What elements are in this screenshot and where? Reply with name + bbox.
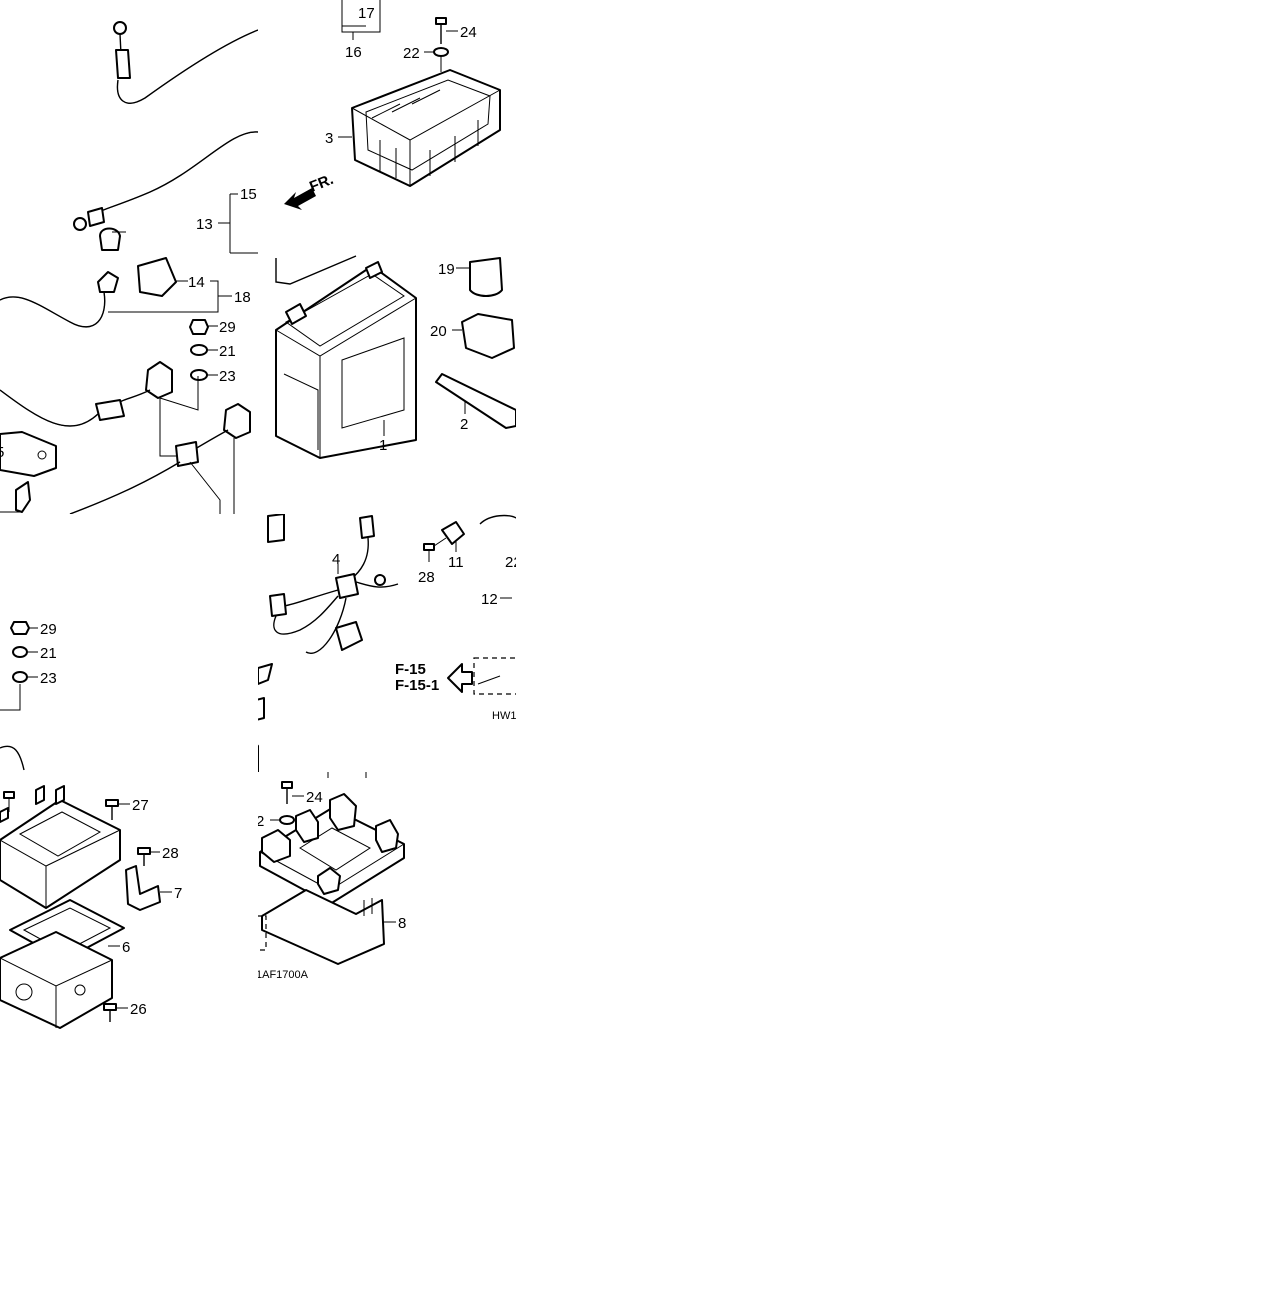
callout-8: 8 [398, 915, 406, 932]
callout-29-b: 29 [40, 621, 57, 638]
callout-12: 12 [481, 591, 498, 608]
panel-middle-left: 29 21 23 [0, 621, 57, 771]
wire-harness-4 [269, 515, 399, 654]
callout-2: 2 [460, 416, 468, 433]
terminal-cap-19 [469, 257, 503, 297]
callout-24-b: 24 [306, 789, 323, 806]
callout-4: 4 [332, 551, 340, 568]
callout-14: 14 [188, 274, 205, 291]
battery-tray [259, 793, 405, 905]
panel-middle-right: 27 9 5 25 4 28 11 22 [196, 514, 522, 772]
washer-21-b [12, 646, 28, 658]
diagram-code-hw: HW1 [492, 710, 516, 722]
callout-27-b: 27 [132, 797, 149, 814]
callout-20: 20 [430, 323, 447, 340]
callout-28-a: 28 [418, 569, 435, 586]
terminal-cover-14 [137, 257, 177, 297]
callout-7: 7 [174, 885, 182, 902]
battery-cable-upper [113, 21, 258, 104]
callout-27: 27 [221, 530, 238, 547]
callout-1: 1 [379, 437, 387, 454]
callout-6: 6 [122, 939, 130, 956]
callout-23: 23 [219, 368, 236, 385]
fuse-box-cover [0, 785, 121, 909]
terminal-cover-20 [461, 313, 515, 359]
callout-19: 19 [438, 261, 455, 278]
washer-22 [433, 47, 449, 57]
bolt-24 [435, 17, 447, 44]
callout-11: 11 [448, 554, 464, 571]
callout-28-b: 28 [196, 739, 213, 756]
callout-2-b: 2 [256, 813, 264, 830]
washer-23-b [12, 671, 28, 683]
washer-23 [190, 369, 208, 381]
bracket-7 [125, 865, 161, 911]
callout-24: 24 [460, 24, 477, 41]
callout-28-c: 28 [162, 845, 179, 862]
battery-band-2 [435, 373, 516, 429]
starter-cable [0, 361, 251, 514]
panel-bottom-right: 24 2 8 1AF1700A [256, 772, 406, 981]
callout-3: 3 [325, 130, 333, 147]
callout-13: 13 [196, 216, 213, 233]
nut-29-b [10, 621, 30, 635]
battery-cable-long [73, 131, 258, 251]
battery-1 [275, 261, 417, 459]
diagram-code-bottom: 1AF1700A [256, 969, 309, 981]
callout-9: 9 [225, 573, 233, 590]
fr-label: FR. [307, 171, 336, 196]
washer-21 [190, 344, 208, 356]
callout-17: 17 [358, 5, 375, 22]
callout-22-b: 22 [505, 554, 522, 571]
bracket-8 [261, 889, 385, 965]
callout-22: 22 [403, 45, 420, 62]
panel-top-right: 17 16 24 22 3 FR. [275, 0, 516, 459]
callout-26: 26 [130, 1001, 147, 1018]
grommet-10 [258, 744, 259, 772]
front-direction-arrow: FR. [284, 171, 336, 210]
reference-arrow-icon [447, 663, 473, 693]
callout-18: 18 [234, 289, 251, 306]
callout-25: 25 [234, 671, 251, 688]
panel-bottom-left: 27 28 7 6 26 [0, 785, 182, 1029]
panel-top-left: 15 13 14 18 29 21 23 [0, 21, 258, 514]
callout-23-b: 23 [40, 670, 57, 687]
callout-21: 21 [219, 343, 236, 360]
battery-cable-negative [0, 271, 119, 328]
callout-16: 16 [345, 44, 362, 61]
callout-5: 5 [230, 604, 238, 621]
callout-10: 10 [226, 716, 243, 733]
nut-29 [189, 319, 209, 335]
ref-f15: F-15 [395, 661, 426, 678]
callout-29: 29 [219, 319, 236, 336]
battery-box-3 [351, 69, 501, 187]
ref-f15-1: F-15-1 [395, 677, 439, 694]
callout-21-b: 21 [40, 645, 57, 662]
callout-15: 15 [240, 186, 257, 203]
callout-cut-left: 5 [0, 444, 4, 461]
